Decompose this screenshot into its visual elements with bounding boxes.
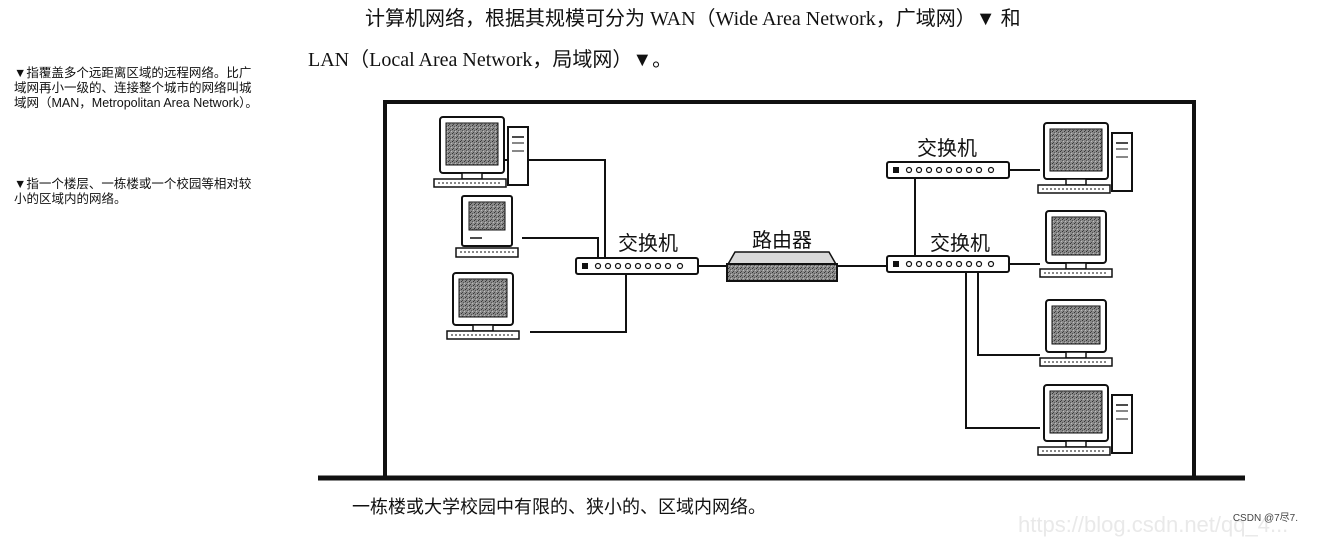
side-note-lan: ▼指一个楼层、一栋楼或一个校园等相对较小的区域内的网络。 (14, 177, 252, 206)
switch-left-icon (575, 257, 699, 275)
desktop-computer-icon (1037, 122, 1133, 194)
switch-left-label: 交换机 (618, 231, 678, 255)
switch-right-bottom-icon (886, 255, 1010, 273)
all-in-one-computer-icon (455, 195, 519, 258)
router-icon (725, 251, 839, 282)
side-note-wan: ▼指覆盖多个远距离区域的远程网络。比广域网再小一级的、连接整个城市的网络叫城域网… (14, 66, 258, 110)
body-text-line-2: LAN（Local Area Network，局域网）▼。 (308, 49, 673, 71)
desktop-computer-icon (433, 116, 529, 188)
figure-caption: 一栋楼或大学校园中有限的、狭小的、区域内网络。 (352, 497, 766, 517)
monitor-computer-icon (1039, 299, 1113, 367)
switch-right-bottom-label: 交换机 (930, 231, 990, 255)
switch-right-top-icon (886, 161, 1010, 179)
building-outline (383, 100, 1196, 477)
router-label: 路由器 (752, 228, 812, 252)
network-cables (495, 159, 1040, 429)
csdn-watermark: CSDN @7尽7. (1232, 513, 1298, 524)
switch-right-top-label: 交换机 (917, 136, 977, 160)
monitor-computer-icon (446, 272, 520, 340)
desktop-computer-icon (1037, 384, 1133, 456)
monitor-computer-icon (1039, 210, 1113, 278)
body-text-line-1: 计算机网络，根据其规模可分为 WAN（Wide Area Network，广域网… (365, 8, 1021, 30)
